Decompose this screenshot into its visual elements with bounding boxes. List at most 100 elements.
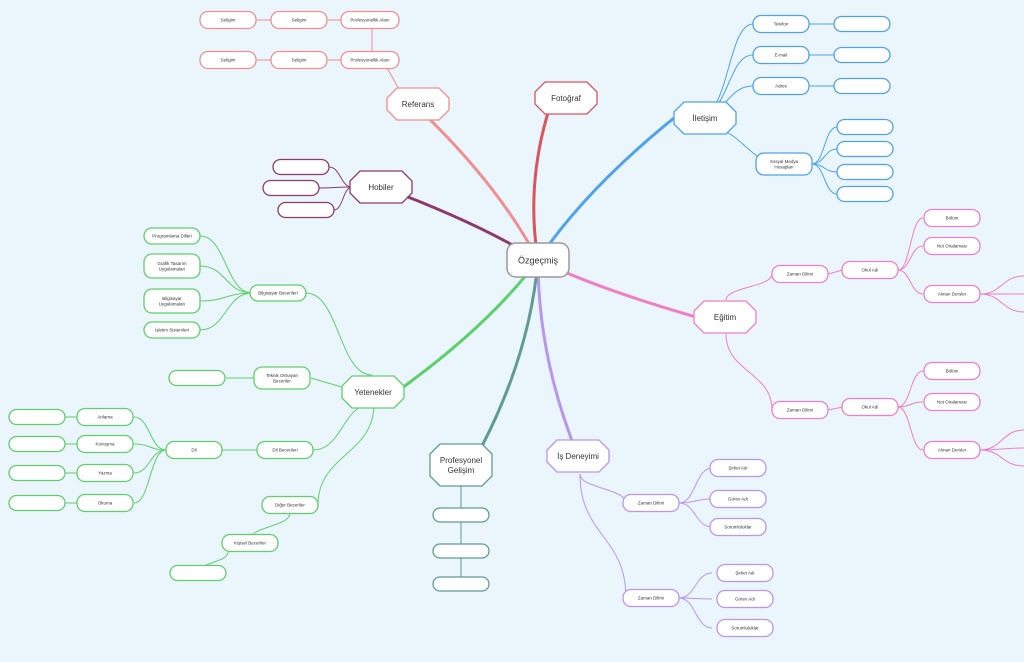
gelisim-pill[interactable] xyxy=(432,507,490,523)
is-detail-pill[interactable]: Görev Adı xyxy=(716,589,774,609)
node-label: Gelişim xyxy=(448,466,475,475)
node-box xyxy=(8,464,66,482)
okul-adi-pill[interactable]: Okul Adı xyxy=(841,397,899,417)
node-box xyxy=(76,493,134,513)
node-box xyxy=(8,494,66,512)
egitim-detail-pill[interactable]: Bölüm xyxy=(923,208,981,228)
kisisel-child-pill[interactable] xyxy=(169,564,227,582)
node-box xyxy=(752,76,810,96)
node-box xyxy=(432,543,490,559)
gelisim-pill[interactable] xyxy=(432,543,490,559)
egitim-detail-pill[interactable]: Alınan Dersler xyxy=(923,284,981,304)
is-detail-pill[interactable]: Sorumluluklar xyxy=(716,618,774,638)
dil-skill-pill[interactable]: Anlama xyxy=(76,407,134,427)
iletisim-value-pill[interactable] xyxy=(833,77,891,95)
hobi-pill[interactable] xyxy=(262,179,320,197)
bilgisayar-skill-pill[interactable]: İşletim Sistemleri xyxy=(143,321,201,339)
social-account-pill[interactable] xyxy=(836,163,894,181)
hobi-pill[interactable] xyxy=(277,201,335,219)
bilgisayar-becerileri-pill[interactable]: Bilgisayar Becerileri xyxy=(249,284,307,302)
dil-level-value-pill[interactable] xyxy=(8,408,66,426)
node-box xyxy=(923,361,981,381)
node-label: Fotoğraf xyxy=(551,94,582,103)
node-box xyxy=(923,236,981,256)
egitim-node[interactable]: Eğitim xyxy=(693,300,757,334)
is-period-pill[interactable]: Zaman Dilimi xyxy=(622,493,680,513)
referans-name-pill[interactable]: Seligim xyxy=(199,10,257,30)
referans-name-pill[interactable]: Seligim xyxy=(199,50,257,70)
hobiler-node[interactable]: Hobiler xyxy=(349,170,413,204)
fotograf-node[interactable]: Fotoğraf xyxy=(534,81,598,115)
node-box xyxy=(833,15,891,33)
okul-adi-pill[interactable]: Okul Adı xyxy=(841,260,899,280)
connector-line xyxy=(133,416,167,451)
referans-name-pill[interactable]: Seligim xyxy=(270,50,328,70)
node-label: Sorumluluklar xyxy=(724,525,752,530)
social-account-pill[interactable] xyxy=(836,185,894,203)
node-label: Hesapları xyxy=(774,164,793,169)
iletisim-value-pill[interactable] xyxy=(833,46,891,64)
node-label: Bilgisayar Becerileri xyxy=(258,291,298,296)
hobi-pill[interactable] xyxy=(272,158,330,176)
social-account-pill[interactable] xyxy=(836,140,894,158)
is-period-pill[interactable]: Zaman Dilimi xyxy=(622,588,680,608)
is-detail-pill[interactable]: Şirket Adı xyxy=(709,458,767,478)
node-label: Not Ortalaması xyxy=(937,244,967,249)
yetenekler-node[interactable]: Yetenekler xyxy=(341,375,405,409)
kisisel-beceriler-pill[interactable]: Kişisel Beceriler xyxy=(221,533,279,553)
node-box xyxy=(169,564,227,582)
egitim-period-pill[interactable]: Zaman Dilimi xyxy=(771,400,829,420)
egitim-detail-pill[interactable]: Bölüm xyxy=(923,361,981,381)
is-detail-pill[interactable]: Görev Adı xyxy=(709,489,767,509)
dil-pill[interactable]: Dil xyxy=(165,440,223,460)
connector-line xyxy=(827,406,844,411)
referans-node[interactable]: Referans xyxy=(386,87,450,121)
dil-skill-pill[interactable]: Okuma xyxy=(76,493,134,513)
dil-skill-pill[interactable]: Yazma xyxy=(76,463,134,483)
referans-name-pill[interactable]: Seligim xyxy=(270,10,328,30)
referans-profession-pill[interactable]: Profesyonellik Alanı xyxy=(340,10,400,30)
connector-line xyxy=(133,449,167,474)
egitim-detail-pill[interactable]: Alınan Dersler xyxy=(923,440,981,460)
bilgisayar-skill-pill[interactable]: Programlama Dilleri xyxy=(143,227,201,245)
node-label: Teknik Olmayan xyxy=(266,373,299,378)
teknik-olmayan-child-pill[interactable] xyxy=(168,369,226,387)
dil-becerileri-pill[interactable]: Dil Becerileri xyxy=(256,440,314,460)
is-detail-pill[interactable]: Şirket Adı xyxy=(716,563,774,583)
node-label: İletişim xyxy=(693,114,718,123)
node-box xyxy=(199,50,257,70)
node-label: Telefon xyxy=(774,22,789,27)
egitim-detail-pill[interactable]: Not Ortalaması xyxy=(923,236,981,256)
is-detail-pill[interactable]: Sorumluluklar xyxy=(709,517,767,537)
iletisim-item-pill[interactable]: Telefon xyxy=(752,14,810,34)
gelisim-pill[interactable] xyxy=(432,576,490,592)
node-label: Bilgisayar xyxy=(162,296,182,301)
referans-profession-pill[interactable]: Profesyonellik Alanı xyxy=(340,50,400,70)
social-account-pill[interactable] xyxy=(836,118,894,136)
diger-beceriler-pill[interactable]: Diğer Beceriler xyxy=(261,495,319,515)
iletisim-node[interactable]: İletişim xyxy=(673,101,737,135)
node-label: Zaman Dilimi xyxy=(787,408,813,413)
node-box xyxy=(693,300,757,334)
dil-level-value-pill[interactable] xyxy=(8,464,66,482)
node-label: İş Deneyimi xyxy=(557,452,599,461)
node-box xyxy=(76,434,134,454)
egitim-period-pill[interactable]: Zaman Dilimi xyxy=(771,264,829,284)
connector-line xyxy=(317,403,375,506)
egitim-detail-pill[interactable]: Not Ortalaması xyxy=(923,392,981,412)
iletisim-item-pill[interactable]: E-mail xyxy=(752,45,810,65)
iletisim-value-pill[interactable] xyxy=(833,15,891,33)
is-deneyimi-node[interactable]: İş Deneyimi xyxy=(546,439,610,473)
node-label: Dil Becerileri xyxy=(272,448,297,453)
dil-skill-pill[interactable]: Konuşma xyxy=(76,434,134,454)
iletisim-item-pill[interactable]: Adres xyxy=(752,76,810,96)
connector-line xyxy=(579,473,627,599)
dil-level-value-pill[interactable] xyxy=(8,494,66,512)
central-topic[interactable]: Özgeçmiş xyxy=(506,242,570,278)
dil-level-value-pill[interactable] xyxy=(8,435,66,453)
